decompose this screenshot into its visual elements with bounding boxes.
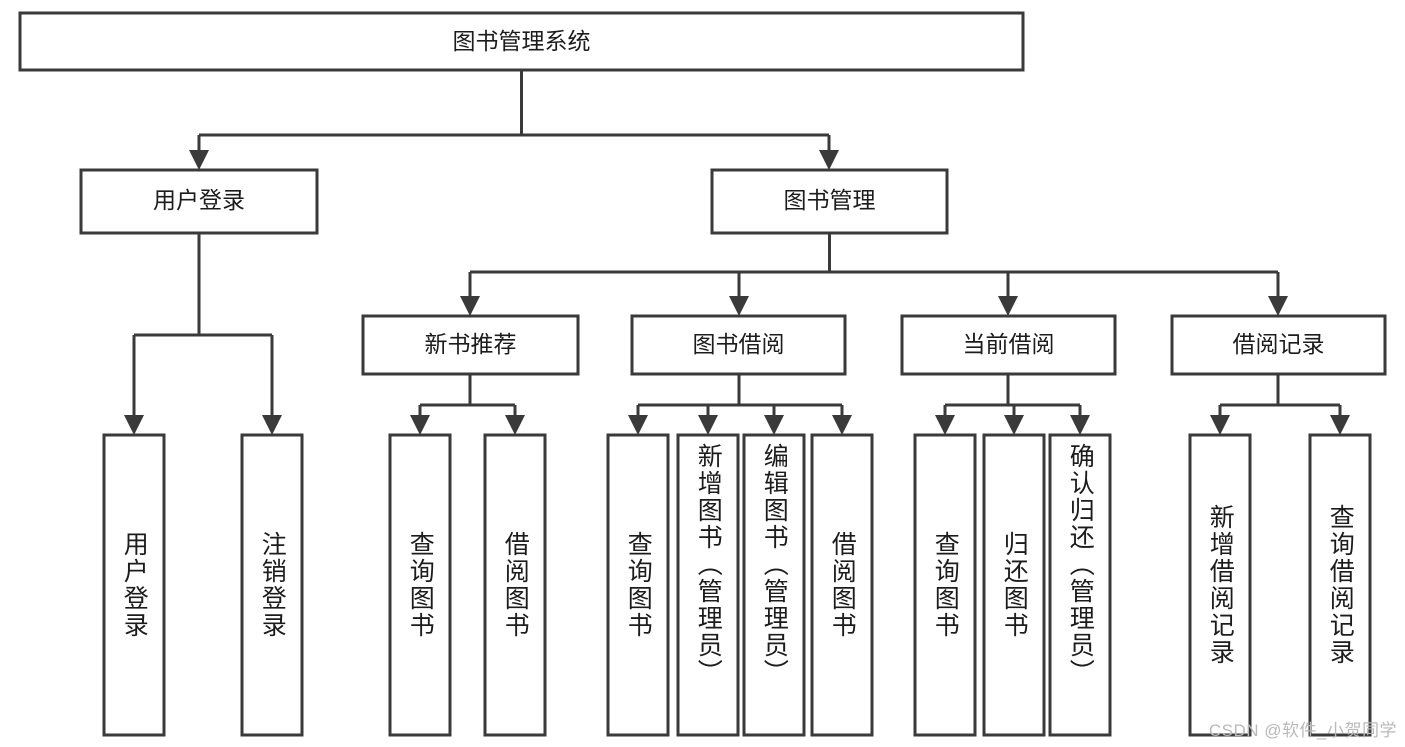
node-root[interactable]: 图书管理系统 bbox=[18, 11, 1025, 72]
csdn-watermark: CSDN @软件_小贺同学 bbox=[1208, 721, 1397, 740]
node-book-management[interactable]: 图书管理 bbox=[710, 168, 949, 235]
arrow-head-user-login-leaf-2 bbox=[262, 415, 282, 435]
node-leaf-query-borrow-record-box[interactable] bbox=[1308, 433, 1372, 737]
node-leaf-return-book-box[interactable] bbox=[982, 433, 1046, 737]
arrow-head-cb-leaf-2 bbox=[1004, 415, 1024, 435]
node-new-book-recommend[interactable]: 新书推荐 bbox=[361, 314, 580, 376]
node-leaf-edit-book-admin-box[interactable] bbox=[742, 433, 806, 737]
node-book-management-label: 图书管理 bbox=[784, 187, 876, 213]
arrow-head-bb-leaf-2 bbox=[698, 415, 718, 435]
node-leaf-confirm-return-admin-box[interactable] bbox=[1048, 433, 1112, 737]
connector-group-user-login bbox=[124, 233, 282, 435]
arrow-head-bb-leaf-4 bbox=[832, 415, 852, 435]
arrow-head-bm-current-borrow bbox=[998, 296, 1018, 316]
arrow-head-br-leaf-2 bbox=[1330, 415, 1350, 435]
leaf-node-boxes bbox=[102, 433, 1372, 737]
node-user-login-label: 用户登录 bbox=[153, 187, 245, 213]
node-current-borrow-box[interactable] bbox=[900, 314, 1117, 376]
node-leaf-query-book-borrow-box[interactable] bbox=[606, 433, 670, 737]
arrow-head-cb-leaf-3 bbox=[1070, 415, 1090, 435]
connector-group-book-borrow bbox=[628, 374, 852, 435]
arrow-head-bb-leaf-1 bbox=[628, 415, 648, 435]
node-leaf-query-book-current-box[interactable] bbox=[913, 433, 977, 737]
node-borrow-record-label: 借阅记录 bbox=[1233, 331, 1325, 357]
node-leaf-add-book-admin-box[interactable] bbox=[676, 433, 740, 737]
arrow-head-root-to-book-management bbox=[819, 150, 839, 170]
arrow-head-nbr-leaf-2 bbox=[505, 415, 525, 435]
node-book-management-box[interactable] bbox=[710, 168, 949, 235]
connector-group-current-borrow bbox=[935, 374, 1090, 435]
arrow-head-bb-leaf-3 bbox=[764, 415, 784, 435]
node-leaf-user-login-box[interactable] bbox=[102, 433, 166, 737]
connector-group-borrow-record bbox=[1210, 374, 1350, 435]
node-leaf-borrow-book-box[interactable] bbox=[810, 433, 874, 737]
node-user-login[interactable]: 用户登录 bbox=[79, 168, 319, 235]
connector-group-book-management bbox=[460, 233, 1288, 316]
arrow-head-root-to-user-login bbox=[189, 150, 209, 170]
node-book-borrow-label: 图书借阅 bbox=[693, 331, 785, 357]
node-current-borrow-label: 当前借阅 bbox=[963, 331, 1055, 357]
node-borrow-record[interactable]: 借阅记录 bbox=[1170, 314, 1387, 376]
node-leaf-logout-box[interactable] bbox=[240, 433, 304, 737]
node-root-box[interactable] bbox=[18, 11, 1025, 72]
node-user-login-box[interactable] bbox=[79, 168, 319, 235]
node-book-borrow[interactable]: 图书借阅 bbox=[630, 314, 847, 376]
node-root-label: 图书管理系统 bbox=[453, 28, 591, 54]
node-borrow-record-box[interactable] bbox=[1170, 314, 1387, 376]
node-leaf-borrow-book-recommend-box[interactable] bbox=[483, 433, 547, 737]
connector-group-new-book-recommend bbox=[410, 374, 525, 435]
arrow-head-nbr-leaf-1 bbox=[410, 415, 430, 435]
arrow-head-bm-book-borrow bbox=[729, 296, 749, 316]
node-current-borrow[interactable]: 当前借阅 bbox=[900, 314, 1117, 376]
arrow-head-user-login-leaf-1 bbox=[124, 415, 144, 435]
arrow-head-bm-borrow-record bbox=[1268, 296, 1288, 316]
arrow-head-cb-leaf-1 bbox=[935, 415, 955, 435]
arrow-head-bm-new-book-recommend bbox=[460, 296, 480, 316]
node-leaf-query-book-recommend-box[interactable] bbox=[388, 433, 452, 737]
node-new-book-recommend-box[interactable] bbox=[361, 314, 580, 376]
node-leaf-add-borrow-record-box[interactable] bbox=[1188, 433, 1252, 737]
arrow-head-br-leaf-1 bbox=[1210, 415, 1230, 435]
connector-group-root bbox=[189, 70, 839, 170]
node-book-borrow-box[interactable] bbox=[630, 314, 847, 376]
node-new-book-recommend-label: 新书推荐 bbox=[425, 331, 517, 357]
